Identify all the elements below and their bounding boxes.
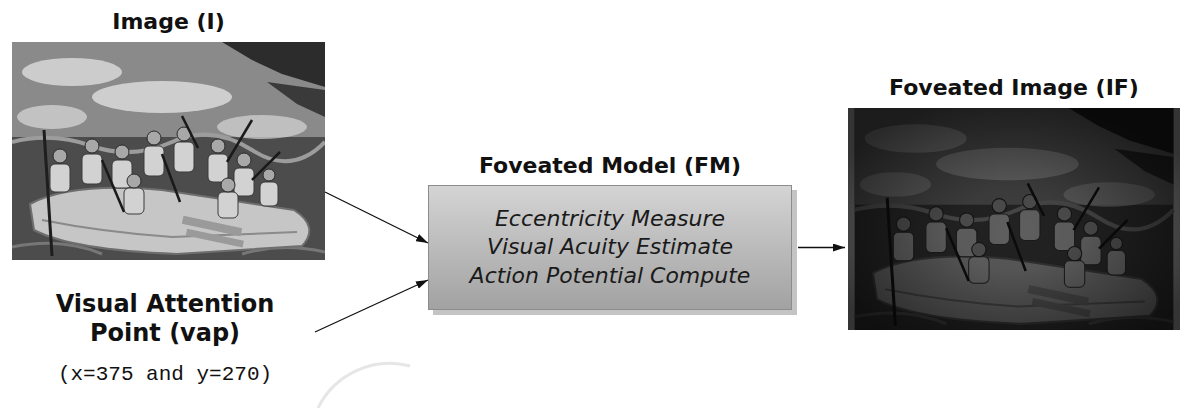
attention-point: Visual Attention Point (vap) (x=375 and y… [15,290,315,387]
model-step: Visual Acuity Estimate [487,233,733,262]
model-box: Foveated Model (FM)Eccentricity MeasureV… [428,185,792,310]
image-box: Image (I) [12,42,325,260]
foveation-overlay [848,108,1180,330]
flow-arrow [325,192,428,243]
node-heading: Foveated Image (IF) [808,75,1196,101]
node-heading: Image (I) [0,9,365,35]
model-step: Action Potential Compute [470,262,751,291]
node-heading: Foveated Model (FM) [389,153,831,179]
node-heading: Visual Attention Point (vap) [30,290,300,348]
output-image-box: Foveated Image (IF) [848,108,1180,330]
flow-arrow [315,280,428,332]
watermark-arc [318,363,410,408]
model-step: Eccentricity Measure [495,205,725,234]
dim-overlay [848,108,1180,330]
flow-arrow [798,247,845,248]
input-photo [12,42,325,260]
coordinate-text: (x=375 and y=270) [15,362,315,387]
foveated-photo [848,108,1180,330]
